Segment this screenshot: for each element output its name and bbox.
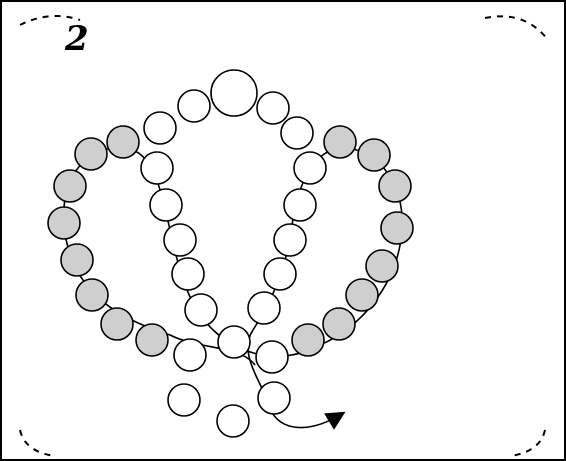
bead-plain xyxy=(264,258,296,290)
bead-shaded xyxy=(54,170,86,202)
beads xyxy=(48,70,413,437)
bead-plain xyxy=(256,341,288,373)
corner-mark-top-left xyxy=(20,16,80,25)
corner-mark-bottom-left xyxy=(20,430,55,456)
bead-shaded xyxy=(75,138,107,170)
corner-mark-top-right xyxy=(485,16,548,40)
bead-shaded xyxy=(292,324,324,356)
bead-shaded xyxy=(379,170,411,202)
bead-plain xyxy=(248,292,280,324)
bead-plain xyxy=(164,224,196,256)
bead-plain xyxy=(294,152,326,184)
bead-plain xyxy=(172,258,204,290)
bead-shaded xyxy=(61,244,93,276)
bead-plain xyxy=(178,90,210,122)
bead-plain xyxy=(211,70,257,116)
bead-plain xyxy=(218,326,250,358)
bead-shaded xyxy=(324,126,356,158)
bead-shaded xyxy=(48,207,80,239)
corner-mark-bottom-right xyxy=(510,430,545,456)
bead-plain xyxy=(274,224,306,256)
bead-plain xyxy=(217,405,249,437)
bead-plain xyxy=(284,189,316,221)
bead-plain xyxy=(150,189,182,221)
bead-plain xyxy=(144,112,176,144)
bead-plain xyxy=(168,384,200,416)
bead-shaded xyxy=(358,139,390,171)
bead-plain xyxy=(141,152,173,184)
bead-shaded xyxy=(381,212,413,244)
bead-shaded xyxy=(76,279,108,311)
bead-shaded xyxy=(323,308,355,340)
bead-shaded xyxy=(346,279,378,311)
bead-shaded xyxy=(136,324,168,356)
bead-shaded xyxy=(101,308,133,340)
bead-plain xyxy=(185,294,217,326)
bead-plain xyxy=(281,117,313,149)
bead-plain xyxy=(257,92,289,124)
bead-shaded xyxy=(107,126,139,158)
bead-plain xyxy=(258,382,290,414)
bead-plain xyxy=(174,339,206,371)
bead-shaded xyxy=(366,250,398,282)
